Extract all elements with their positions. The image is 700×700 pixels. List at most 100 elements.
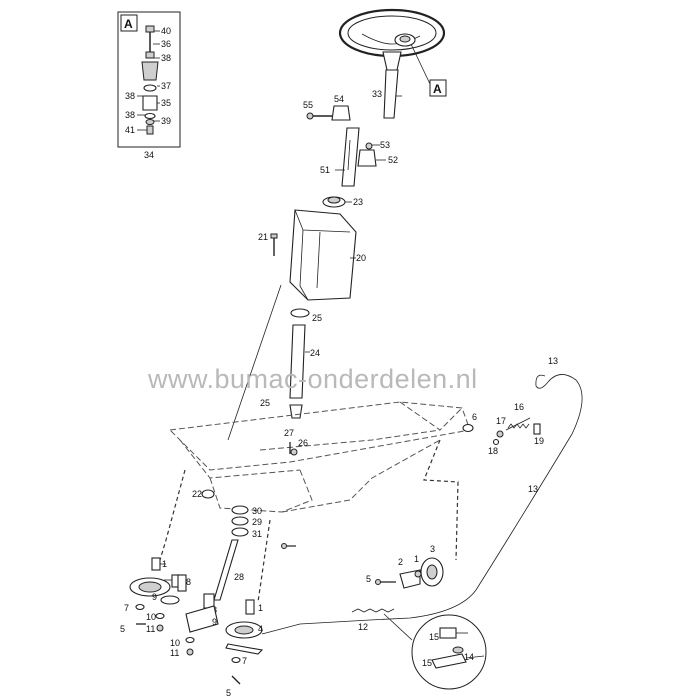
part-11-left <box>156 624 164 632</box>
inset-label-34: 34 <box>144 150 154 160</box>
inset-label-35: 35 <box>161 98 171 108</box>
part-30 <box>231 505 249 515</box>
part-52 <box>357 149 377 167</box>
part-33-shaft <box>383 69 399 119</box>
part-5-right <box>231 675 241 685</box>
part-19 <box>533 423 541 435</box>
inset-part-35 <box>142 95 158 111</box>
label-29: 29 <box>252 517 262 527</box>
label-33: 33 <box>372 89 382 99</box>
label-31: 31 <box>252 529 262 539</box>
part-16-spring <box>507 423 530 429</box>
label-9a: 9 <box>152 592 157 602</box>
part-15-upper <box>439 627 457 639</box>
label-11b: 11 <box>170 648 179 658</box>
label-53: 53 <box>380 140 390 150</box>
inset-label-38a: 38 <box>161 53 171 63</box>
part-26 <box>290 448 298 456</box>
part-20-bracket <box>289 209 357 301</box>
callout-a-tag <box>429 79 447 97</box>
part-29 <box>231 516 249 526</box>
small-bolt <box>281 543 287 549</box>
steering-rod-guide <box>227 284 282 441</box>
label-52: 52 <box>388 155 398 165</box>
inset-part-37 <box>141 61 159 81</box>
wheel-hub <box>382 51 402 71</box>
inset-a-tag <box>120 14 138 32</box>
label-24: 24 <box>310 348 320 358</box>
label-13a: 13 <box>548 356 558 366</box>
label-9b: 9 <box>212 617 217 627</box>
label-19: 19 <box>534 436 544 446</box>
part-1-right-pin <box>245 599 255 615</box>
inset-part-41 <box>146 125 154 135</box>
label-10b: 10 <box>170 638 180 648</box>
inset-box-a: A 40 36 38 37 38 35 38 39 41 34 <box>117 11 181 160</box>
inset-part-38-mid <box>143 84 157 92</box>
label-13b: 13 <box>528 484 538 494</box>
label-16: 16 <box>514 402 524 412</box>
label-5b: 5 <box>226 688 231 698</box>
inset-label-38c: 38 <box>125 110 135 120</box>
label-5c: 5 <box>366 574 371 584</box>
label-17: 17 <box>496 416 506 426</box>
watermark-text: www.bumac-onderdelen.nl <box>147 364 478 394</box>
label-27: 27 <box>284 428 294 438</box>
label-23: 23 <box>353 197 363 207</box>
part-22 <box>201 489 215 499</box>
center-pin <box>177 574 187 592</box>
label-11a: 11 <box>146 624 155 634</box>
label-12: 12 <box>358 622 368 632</box>
label-1c: 1 <box>414 554 419 564</box>
inset-part-39 <box>145 119 155 125</box>
part-9-left <box>160 595 180 605</box>
label-22: 22 <box>192 489 202 499</box>
part-31 <box>231 527 249 537</box>
part-51-column <box>341 127 360 187</box>
part-17 <box>496 430 504 438</box>
part-18 <box>492 438 500 446</box>
label-10a: 10 <box>146 612 156 622</box>
part-25-lower <box>289 404 303 419</box>
part-25-upper <box>290 308 310 318</box>
label-6: 6 <box>472 412 477 422</box>
inset-label-38b: 38 <box>125 91 135 101</box>
inset-label-36: 36 <box>161 39 171 49</box>
part-14 <box>452 646 464 654</box>
callout-a-letter: A <box>433 82 442 96</box>
part-7-left <box>135 603 145 611</box>
inset-label-37: 37 <box>161 81 171 91</box>
label-4: 4 <box>258 624 263 634</box>
label-25b: 25 <box>260 398 270 408</box>
part-24-tube <box>289 324 306 399</box>
inset-label-41: 41 <box>125 125 135 135</box>
part-10-center <box>185 636 195 644</box>
inset-label-39: 39 <box>161 116 171 126</box>
label-25a: 25 <box>312 313 322 323</box>
label-5a: 5 <box>120 624 125 634</box>
part-53 <box>365 142 373 150</box>
label-28: 28 <box>234 572 244 582</box>
inset-a-letter: A <box>124 17 133 31</box>
label-26: 26 <box>298 438 308 448</box>
chassis-frame <box>168 401 471 513</box>
label-21: 21 <box>258 232 268 242</box>
steering-wheel <box>338 8 446 119</box>
label-2: 2 <box>398 557 403 567</box>
part-11-center <box>186 648 194 656</box>
label-15b: 15 <box>422 658 432 668</box>
label-54: 54 <box>334 94 344 104</box>
part-13-cable <box>261 374 583 635</box>
label-20: 20 <box>356 253 366 263</box>
label-18: 18 <box>488 446 498 456</box>
part-10-left <box>155 612 165 620</box>
inset-part-40 <box>145 25 155 33</box>
inset-label-40: 40 <box>161 26 171 36</box>
part-9-center-link <box>185 605 219 633</box>
inset-frame <box>117 11 181 148</box>
part-1-pulley-pin <box>414 570 422 578</box>
label-1a: 1 <box>162 559 167 569</box>
part-1-left-pin <box>151 557 161 571</box>
